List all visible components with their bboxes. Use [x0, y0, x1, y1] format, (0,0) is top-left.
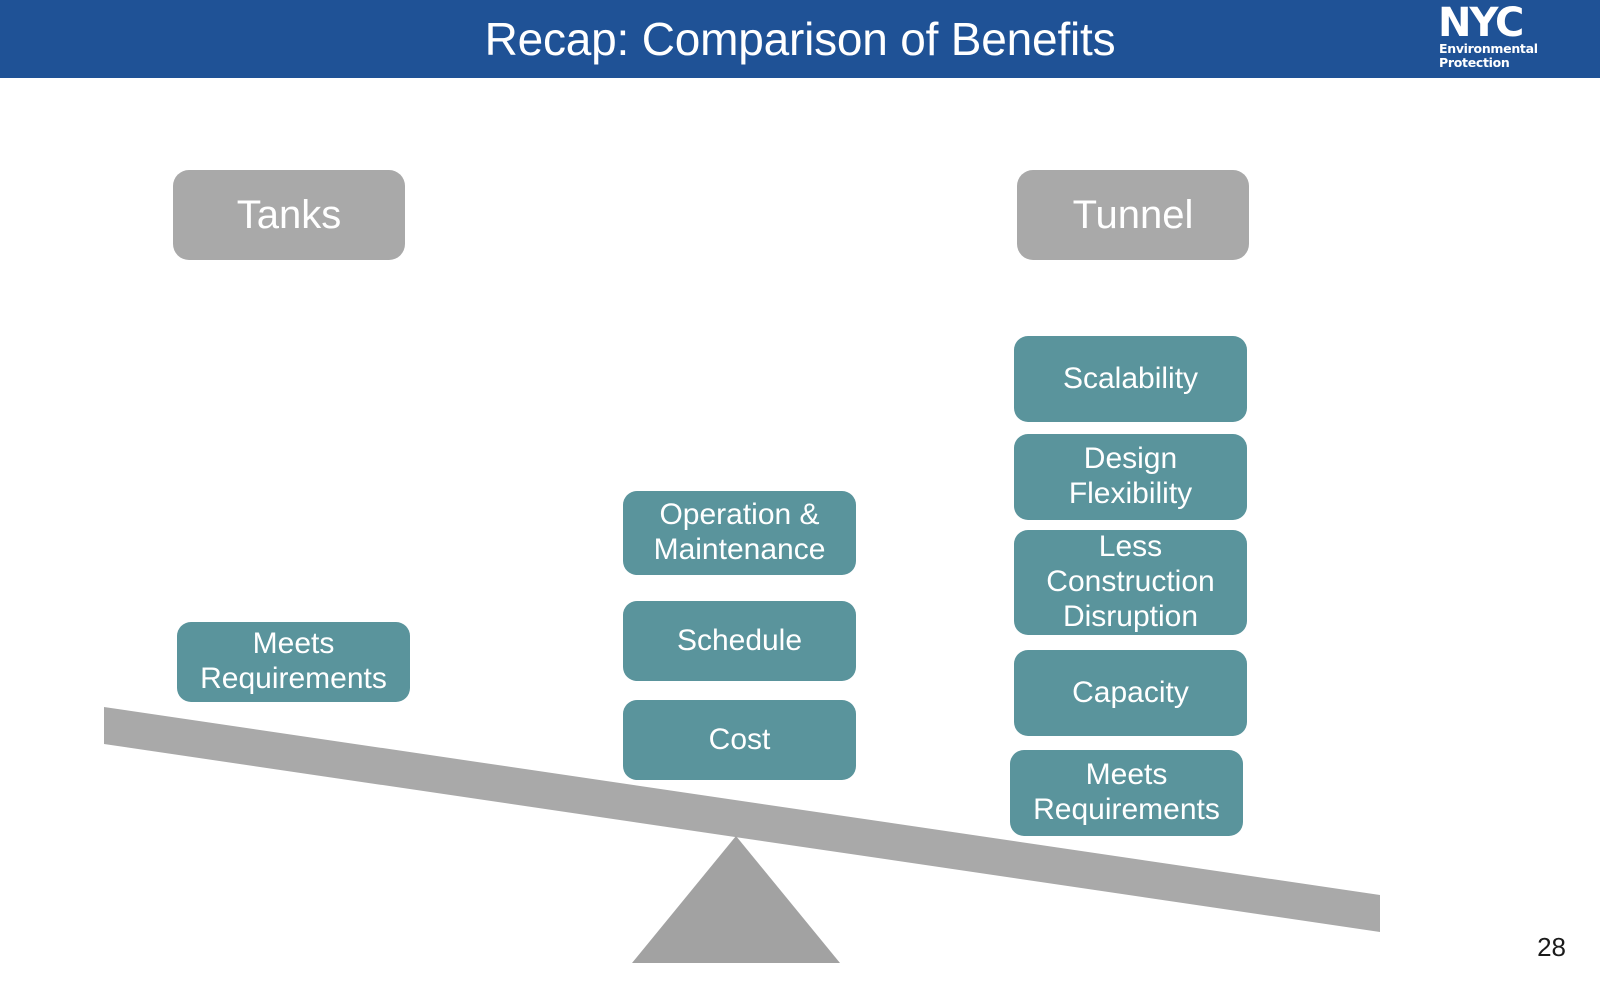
slide-page-number: 28: [1537, 932, 1566, 962]
column-header-tunnel[interactable]: Tunnel: [1017, 170, 1249, 260]
nyc-dep-logo: NYC Environmental Protection: [1436, 0, 1586, 74]
benefit-box-tanks-meets-requirements[interactable]: Meets Requirements: [177, 622, 410, 702]
nyc-wordmark-icon: NYC: [1438, 0, 1524, 46]
benefit-box-tunnel-meets-requirements[interactable]: Meets Requirements: [1010, 750, 1243, 836]
slide-header-bar: Recap: Comparison of Benefits NYC Enviro…: [0, 0, 1600, 78]
column-header-tanks[interactable]: Tanks: [173, 170, 405, 260]
dep-logo-line2: Protection: [1439, 54, 1510, 70]
dep-logo-line1: Environmental: [1439, 41, 1538, 56]
benefit-box-operation-and-maintenance[interactable]: Operation & Maintenance: [623, 491, 856, 575]
benefit-box-less-construction-disruption[interactable]: Less Construction Disruption: [1014, 530, 1247, 635]
benefit-box-scalability[interactable]: Scalability: [1014, 336, 1247, 422]
benefit-box-schedule[interactable]: Schedule: [623, 601, 856, 681]
seesaw-fulcrum-triangle: [632, 836, 840, 963]
page-title: Recap: Comparison of Benefits: [484, 13, 1116, 65]
benefit-box-design-flexibility[interactable]: Design Flexibility: [1014, 434, 1247, 520]
benefit-box-cost[interactable]: Cost: [623, 700, 856, 780]
benefit-box-capacity[interactable]: Capacity: [1014, 650, 1247, 736]
